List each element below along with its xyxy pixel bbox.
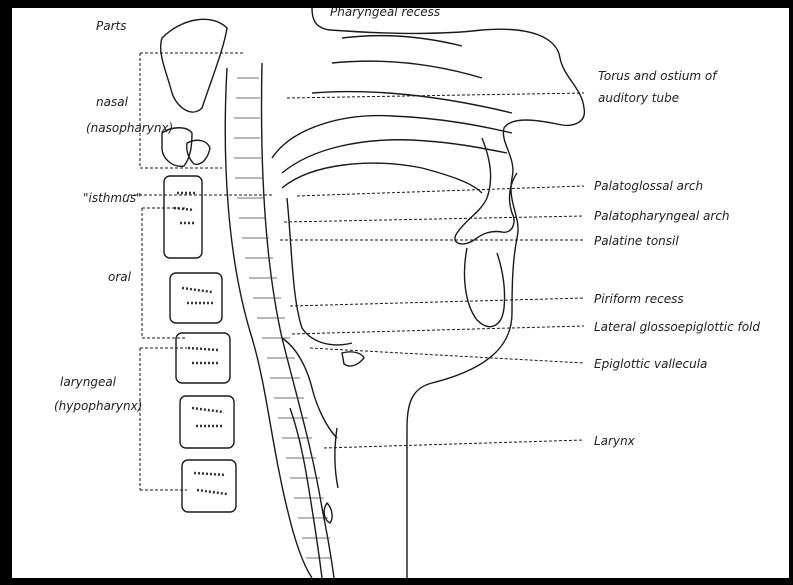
label-palatine-tonsil: Palatine tonsil xyxy=(594,234,679,248)
leader-lines xyxy=(124,93,584,448)
label-epiglottic-vallecula: Epiglottic vallecula xyxy=(594,357,707,371)
parts-brackets xyxy=(140,53,244,490)
label-parts: Parts xyxy=(96,19,126,33)
label-oral: oral xyxy=(108,270,132,284)
cervical-vertebrae xyxy=(161,19,236,512)
label-torus-2: auditory tube xyxy=(598,91,679,105)
pharyngeal-wall xyxy=(225,63,334,578)
pharynx-diagram: Pharyngeal recess xyxy=(12,8,789,578)
label-isthmus: "isthmus" xyxy=(83,191,141,205)
label-piriform-recess: Piriform recess xyxy=(594,292,684,306)
illustration-panel: Pharyngeal recess xyxy=(12,8,789,578)
label-nasal: nasal xyxy=(96,95,129,109)
label-palatoglossal-arch: Palatoglossal arch xyxy=(594,179,703,193)
label-larynx: Larynx xyxy=(594,434,636,448)
label-hypopharynx: (hypopharynx) xyxy=(54,399,142,413)
nasal-conchae xyxy=(312,36,512,113)
label-palatopharyngeal-arch: Palatopharyngeal arch xyxy=(594,209,730,223)
label-nasopharynx: (nasopharynx) xyxy=(86,121,173,135)
label-torus-1: Torus and ostium of xyxy=(598,69,718,83)
label-lateral-glossoepiglottic-fold: Lateral glossoepiglottic fold xyxy=(594,320,760,334)
mandible xyxy=(464,248,504,327)
label-pharyngeal-recess: Pharyngeal recess xyxy=(330,8,440,19)
label-laryngeal: laryngeal xyxy=(60,375,117,389)
uvula xyxy=(455,138,517,244)
